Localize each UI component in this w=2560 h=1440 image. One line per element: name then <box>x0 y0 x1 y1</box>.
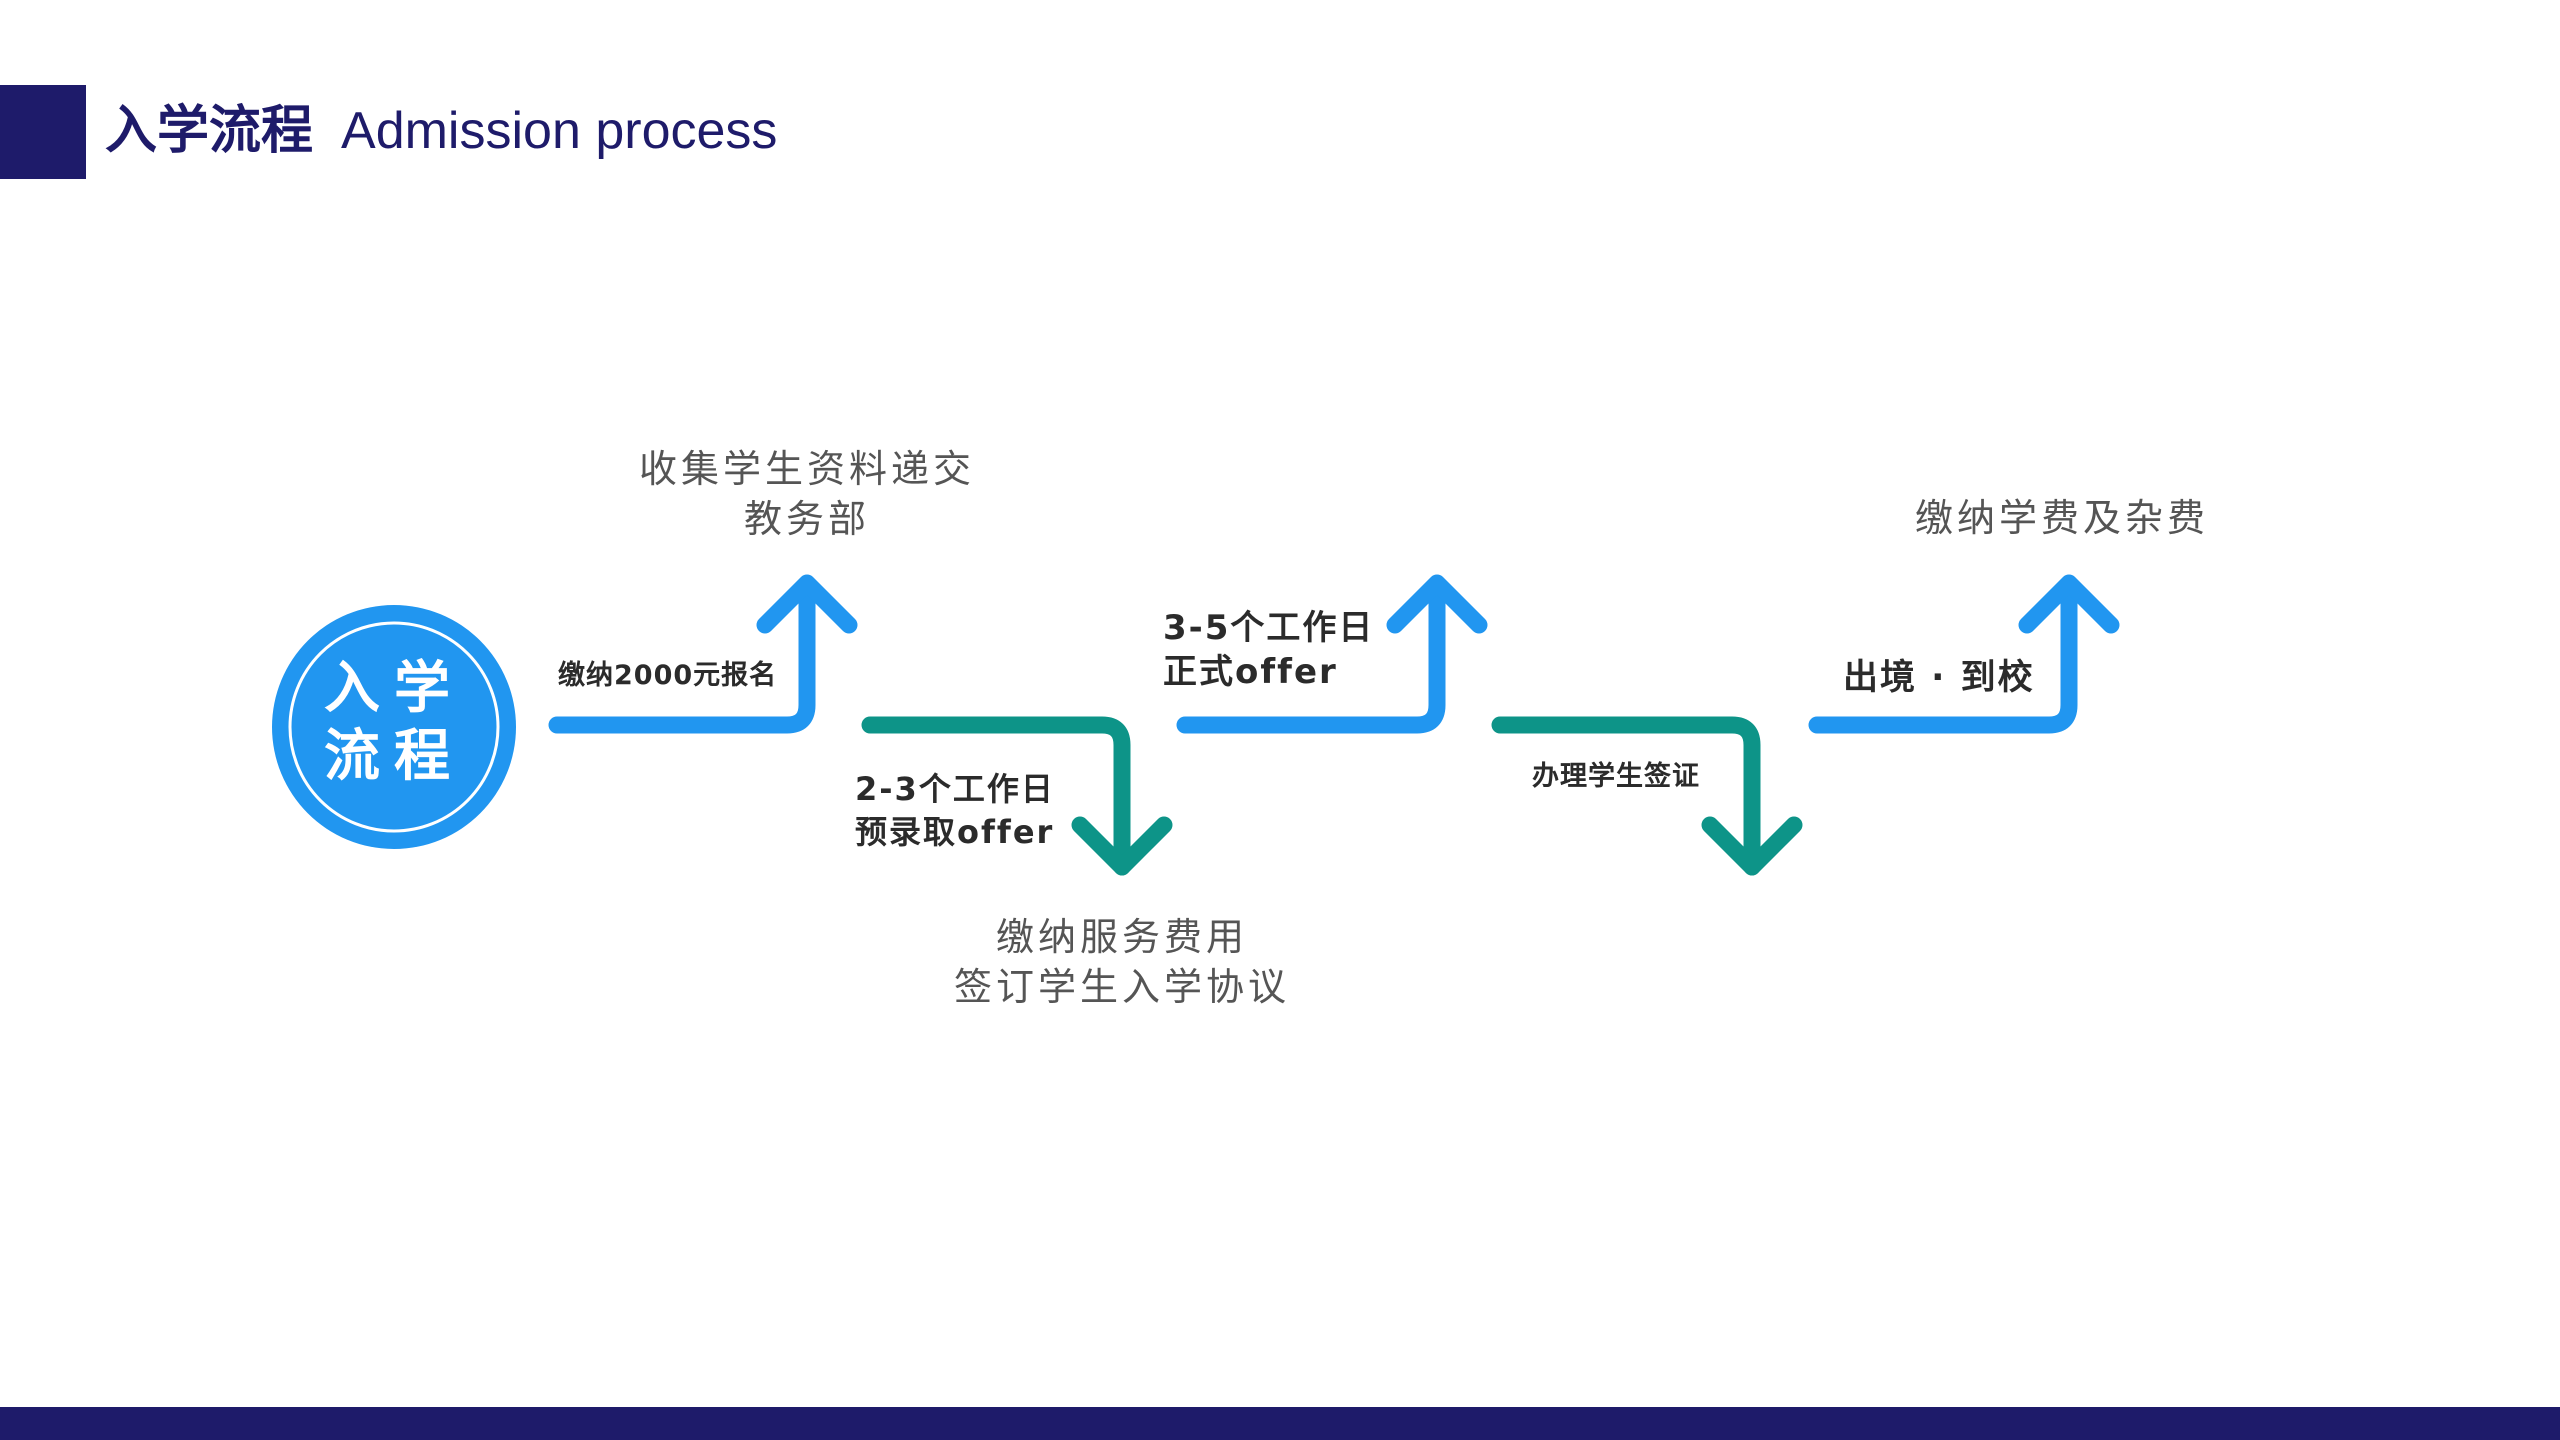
step1-destination: 收集学生资料递交 教务部 <box>627 444 987 544</box>
step1-condition-line1: 缴纳2000元报名 <box>558 660 778 691</box>
step4-condition: 办理学生签证 <box>1532 759 1700 795</box>
step2-arrowhead <box>1071 816 1173 876</box>
step1-arrow-line <box>548 576 816 734</box>
step4-condition-line1: 办理学生签证 <box>1532 761 1700 792</box>
page-title-cn: 入学流程 <box>105 101 314 161</box>
step3-condition-line1: 3-5个工作日 <box>1163 608 1375 648</box>
step2-condition-line1: 2-3个工作日 <box>855 770 1055 808</box>
step2-arrow-line <box>861 716 1131 876</box>
step5-arrowhead <box>2018 574 2120 634</box>
step3-arrowhead <box>1386 574 1488 634</box>
step5-destination-line1: 缴纳学费及杂费 <box>1914 496 2209 540</box>
step1-destination-line2: 教务部 <box>743 497 870 541</box>
page-title: 入学流程 Admission process <box>105 96 777 166</box>
step4-arrowhead <box>1701 816 1803 876</box>
footer-bar <box>0 1407 2560 1440</box>
step3-condition-line2: 正式offer <box>1163 652 1338 692</box>
page-title-en: Admission process <box>341 102 778 160</box>
step5-arrow-line <box>1808 576 2078 734</box>
step5-condition-line1: 出境 · 到校 <box>1843 658 2035 698</box>
step2-destination-line1: 缴纳服务费用 <box>995 915 1248 959</box>
step2-condition: 2-3个工作日 预录取offer <box>855 768 1055 854</box>
start-circle <box>272 605 516 849</box>
step1-arrowhead <box>756 574 858 634</box>
step3-arrow-line <box>1176 576 1446 734</box>
step1-condition: 缴纳2000元报名 <box>558 658 777 694</box>
start-node-label: 入学 流程 <box>272 655 516 791</box>
corner-accent-block <box>0 85 86 179</box>
start-node-line2: 流程 <box>324 724 464 789</box>
start-circle-inner-ring <box>288 621 500 833</box>
start-node-line1: 入学 <box>324 656 464 721</box>
step5-condition: 出境 · 到校 <box>1843 656 2035 700</box>
step4-arrow-line <box>1491 716 1761 876</box>
step1-destination-line1: 收集学生资料递交 <box>638 447 975 491</box>
step5-destination: 缴纳学费及杂费 <box>1882 493 2242 543</box>
step3-condition: 3-5个工作日 正式offer <box>1163 606 1374 694</box>
step2-destination: 缴纳服务费用 签订学生入学协议 <box>922 912 1322 1012</box>
step2-destination-line2: 签订学生入学协议 <box>953 965 1290 1009</box>
step2-condition-line2: 预录取offer <box>855 813 1055 851</box>
